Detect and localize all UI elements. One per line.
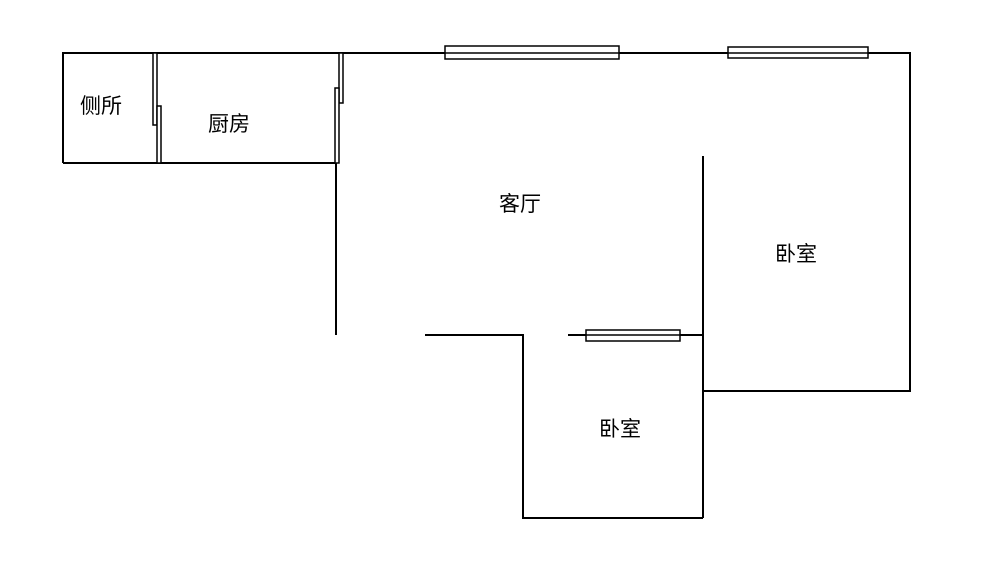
windows	[444, 45, 869, 342]
room-label-bedroom-bottom: 卧室	[599, 417, 641, 441]
kitchen-door-lower	[334, 87, 340, 164]
room-label-bedroom-right: 卧室	[775, 242, 817, 266]
toilet-door-upper	[152, 52, 158, 126]
bottom-bedroom-wall	[425, 334, 703, 519]
doors	[152, 52, 344, 164]
room-label-toilet: 侧所	[80, 94, 122, 118]
toilet-door-lower	[156, 105, 162, 164]
room-label-kitchen: 厨房	[208, 112, 250, 136]
room-label-living: 客厅	[499, 192, 541, 216]
kitchen-door-upper	[338, 52, 344, 104]
outer-wall	[62, 52, 911, 392]
walls	[62, 52, 911, 519]
